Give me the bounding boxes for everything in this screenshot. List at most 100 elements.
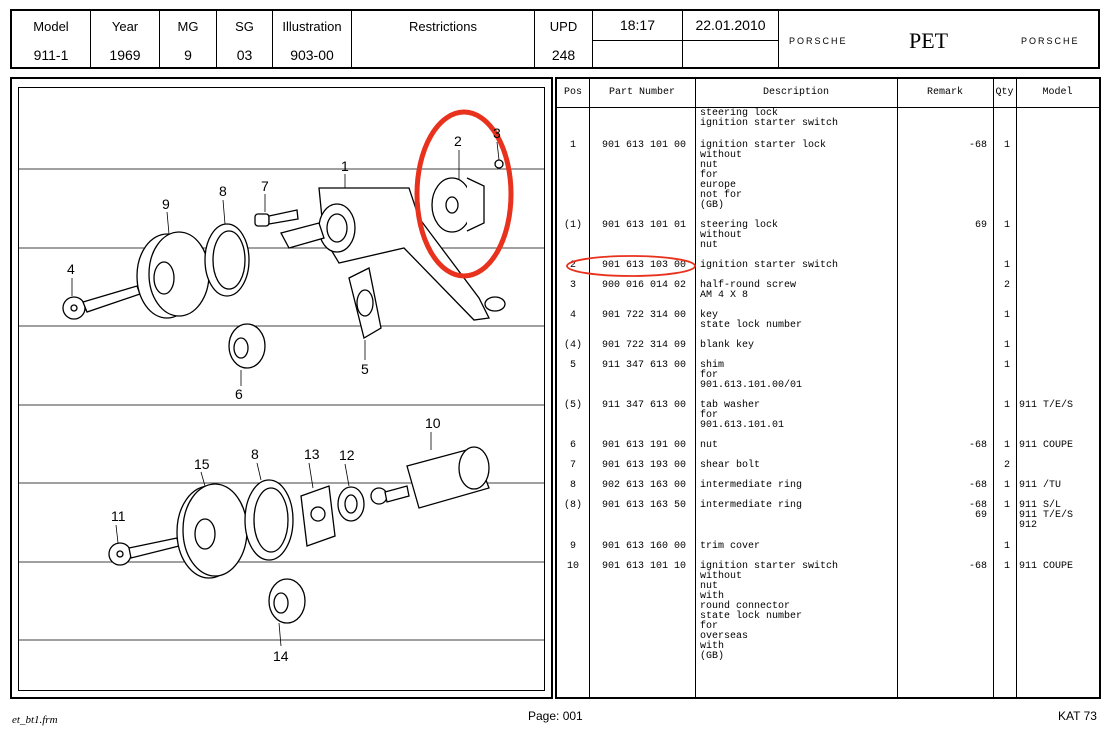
row-highlight (566, 255, 696, 277)
cell-pos: (5) (563, 400, 582, 411)
trim-cover-9 (136, 231, 210, 319)
cell-description: tab washer for 901.613.101.01 (700, 400, 785, 431)
plate-13 (300, 485, 336, 547)
cell-description: ignition starter lock without nut for eu… (700, 140, 827, 211)
cell-part-number: 901 613 191 00 (602, 440, 687, 451)
cell-part-number: 901 613 103 00 (602, 260, 687, 271)
cell-qty: 1 (1003, 140, 1010, 151)
header-bar: Model 911-1 Year 1969 MG 9 SG 03 Illustr… (10, 9, 1100, 69)
callout-4: 4 (67, 261, 75, 277)
cell-part-number: 901 722 314 09 (602, 340, 687, 351)
cell-part-number: 911 347 613 00 (602, 400, 687, 411)
year-label: Year (111, 19, 139, 34)
cell-pos: 8 (569, 480, 576, 491)
upd-cell: UPD 248 (535, 11, 593, 67)
catalog-id: KAT 73 (1058, 709, 1097, 723)
cell-remark: -68 (968, 440, 987, 451)
callout-8a: 8 (219, 183, 227, 199)
model-label: Model (33, 19, 69, 34)
illustration-label: Illustration (282, 19, 342, 34)
table-header: Pos Part Number Description Remark Qty M… (557, 79, 1099, 108)
callout-1: 1 (341, 158, 349, 174)
callout-6: 6 (235, 386, 243, 402)
parts-diagram: 1 2 3 4 5 6 7 8 9 10 11 12 13 14 15 8 (19, 109, 544, 664)
col-part-number-header: Part Number (608, 87, 675, 98)
mg-value: 9 (184, 47, 192, 63)
cell-model: 911 /TU (1019, 480, 1062, 491)
shim-5 (348, 267, 382, 340)
cell-pos: 2 (569, 260, 576, 271)
switch-10 (370, 446, 490, 509)
cell-part-number: 901 613 163 50 (602, 500, 687, 511)
cell-description: steering lock without nut (700, 220, 779, 251)
col-description-header: Description (762, 87, 829, 98)
cell-description: nut (700, 440, 719, 451)
restrictions-label: Restrictions (409, 19, 477, 34)
illustration-value: 903-00 (290, 47, 334, 63)
cell-pos: 6 (569, 440, 576, 451)
cell-qty: 1 (1003, 440, 1010, 451)
year-cell: Year 1969 (91, 11, 160, 67)
key-4 (62, 285, 141, 320)
nut-6 (228, 323, 266, 369)
mg-cell: MG 9 (160, 11, 217, 67)
col-model-header: Model (1042, 87, 1073, 98)
cell-description: blank key (700, 340, 755, 351)
callout-9: 9 (162, 196, 170, 212)
cell-model: 911 S/L 911 T/E/S 912 (1019, 500, 1074, 531)
page-indicator: Page: 001 (528, 709, 583, 723)
cell-description: shim for 901.613.101.00/01 (700, 360, 803, 391)
callout-10: 10 (425, 415, 441, 431)
cell-model: 911 COUPE (1019, 561, 1074, 572)
col-pos-header: Pos (563, 87, 582, 98)
cell-pos: 9 (569, 541, 576, 552)
model-value: 911-1 (33, 47, 69, 63)
model-cell: Model 911-1 (12, 11, 91, 67)
switch-2 (431, 159, 504, 233)
callout-7: 7 (261, 178, 269, 194)
cell-part-number: 900 016 014 02 (602, 280, 687, 291)
cell-part-number: 902 613 163 00 (602, 480, 687, 491)
form-name: et_bt1.frm (12, 714, 58, 726)
brand-cell: PORSCHE PET PORSCHE (779, 11, 1098, 67)
bolt-7 (254, 209, 299, 227)
upd-value: 248 (551, 47, 576, 63)
mg-label: MG (177, 19, 199, 34)
callout-12: 12 (339, 447, 355, 463)
restrictions-cell: Restrictions (352, 11, 535, 67)
illustration-cell: Illustration 903-00 (273, 11, 352, 67)
cell-pos: 10 (566, 561, 579, 572)
parts-table: Pos Part Number Description Remark Qty M… (555, 77, 1101, 699)
illustration-frame: 1 2 3 4 5 6 7 8 9 10 11 12 13 14 15 8 (18, 87, 545, 691)
cell-part-number: 911 347 613 00 (602, 360, 687, 371)
cell-remark: -68 (968, 561, 987, 572)
sg-value: 03 (236, 47, 253, 63)
time-value: 18:17 (619, 17, 656, 33)
cell-qty: 2 (1003, 280, 1010, 291)
brand-right: PORSCHE (1021, 36, 1080, 46)
cell-pos: (8) (563, 500, 582, 511)
cell-part-number: 901 613 160 00 (602, 541, 687, 552)
cell-description: intermediate ring (700, 500, 803, 511)
callout-8b: 8 (251, 446, 259, 462)
brand-left: PORSCHE (789, 36, 848, 46)
cell-qty: 1 (1003, 360, 1010, 371)
ring-8-top (204, 223, 250, 297)
lock-assembly-bottom (108, 446, 490, 624)
cell-pos: 5 (569, 360, 576, 371)
cell-description: steering lock ignition starter switch (700, 108, 839, 129)
cell-pos: 4 (569, 310, 576, 321)
cell-description: trim cover (700, 541, 761, 552)
cell-part-number: 901 613 101 10 (602, 561, 687, 572)
cell-pos: 3 (569, 280, 576, 291)
callout-13: 13 (304, 446, 320, 462)
cell-qty: 1 (1003, 260, 1010, 271)
key-11 (108, 537, 180, 566)
cell-qty: 1 (1003, 310, 1010, 321)
cell-model: 911 T/E/S (1019, 400, 1074, 411)
callout-2: 2 (454, 133, 462, 149)
col-remark-header: Remark (926, 87, 963, 98)
highlight-circle (414, 109, 514, 279)
callout-11: 11 (111, 508, 126, 524)
cell-qty: 1 (1003, 400, 1010, 411)
